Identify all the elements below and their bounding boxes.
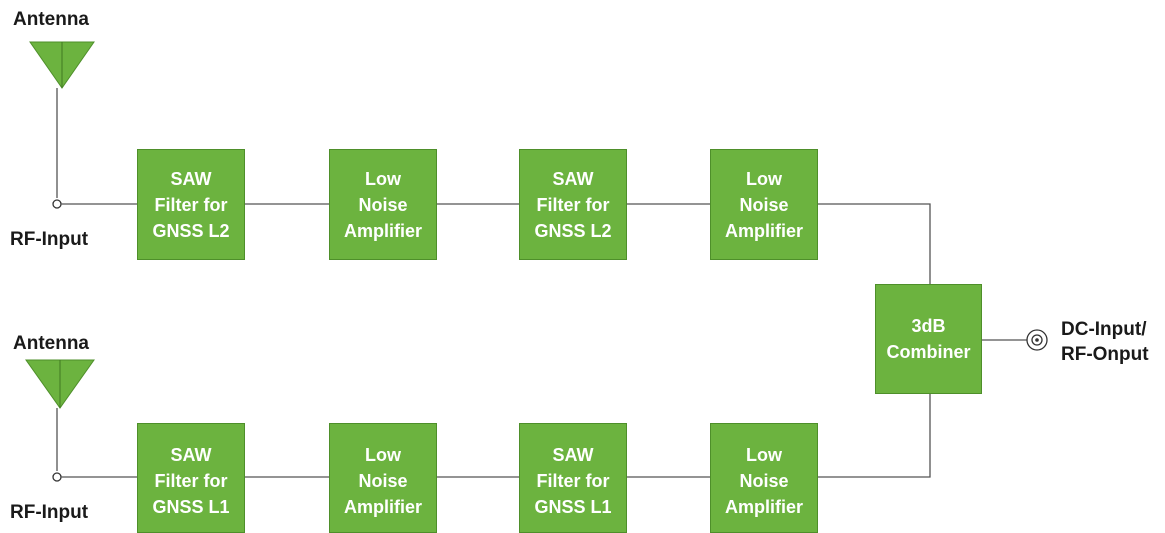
block-text: Combiner <box>886 342 971 362</box>
wire-bottom-to-combiner <box>818 394 931 478</box>
block-text: GNSS L2 <box>534 220 612 241</box>
lna-block-bottom-1: Low Noise Amplifier <box>329 423 437 533</box>
saw-filter-block-top-2: SAW Filter for GNSS L2 <box>519 149 627 260</box>
block-text: Amplifier <box>343 220 422 241</box>
block-text: Low <box>746 168 782 189</box>
block-text: Filter for <box>536 471 610 491</box>
block-text: SAW <box>552 168 594 189</box>
output-label-line1: DC-Input/ <box>1061 319 1147 340</box>
block-text: Noise <box>358 194 408 215</box>
wire-top-to-combiner <box>818 203 931 284</box>
output-label-line2: RF-Onput <box>1061 344 1149 365</box>
block-text: SAW <box>552 445 594 465</box>
block-text: Amplifier <box>724 220 803 241</box>
antenna-label-top: Antenna <box>13 9 89 30</box>
block-text: GNSS L1 <box>534 497 612 517</box>
saw-filter-block-bottom-1: SAW Filter for GNSS L1 <box>137 423 245 533</box>
rf-input-node-top <box>52 199 62 209</box>
antenna-icon-top <box>29 41 95 89</box>
saw-filter-block-top-1: SAW Filter for GNSS L2 <box>137 149 245 260</box>
block-text: Filter for <box>536 194 610 215</box>
output-label: DC-Input/ RF-Onput <box>1061 317 1149 367</box>
combiner-block: 3dB Combiner <box>875 284 982 394</box>
antenna-label-bottom: Antenna <box>13 333 89 354</box>
block-text: GNSS L1 <box>152 497 230 517</box>
lna-block-top-1: Low Noise Amplifier <box>329 149 437 260</box>
coax-connector-icon <box>1026 329 1048 351</box>
lna-block-bottom-2: Low Noise Amplifier <box>710 423 818 533</box>
block-text: Filter for <box>154 471 228 491</box>
block-text: Noise <box>739 194 789 215</box>
rf-input-node-bottom <box>52 472 62 482</box>
block-text: Noise <box>739 471 789 491</box>
rf-input-label-bottom: RF-Input <box>10 502 89 523</box>
rf-input-label-top: RF-Input <box>10 229 89 250</box>
antenna-icon-bottom <box>25 359 95 409</box>
lna-block-top-2: Low Noise Amplifier <box>710 149 818 260</box>
block-text: Amplifier <box>724 497 803 517</box>
block-text: SAW <box>170 168 212 189</box>
block-text: Filter for <box>154 194 228 215</box>
block-text: GNSS L2 <box>152 220 230 241</box>
saw-filter-block-bottom-2: SAW Filter for GNSS L1 <box>519 423 627 533</box>
block-text: Low <box>365 445 401 465</box>
block-text: SAW <box>170 445 212 465</box>
block-text: 3dB <box>911 316 946 336</box>
block-text: Amplifier <box>343 497 422 517</box>
block-text: Low <box>746 445 782 465</box>
block-text: Low <box>365 168 401 189</box>
block-text: Noise <box>358 471 408 491</box>
